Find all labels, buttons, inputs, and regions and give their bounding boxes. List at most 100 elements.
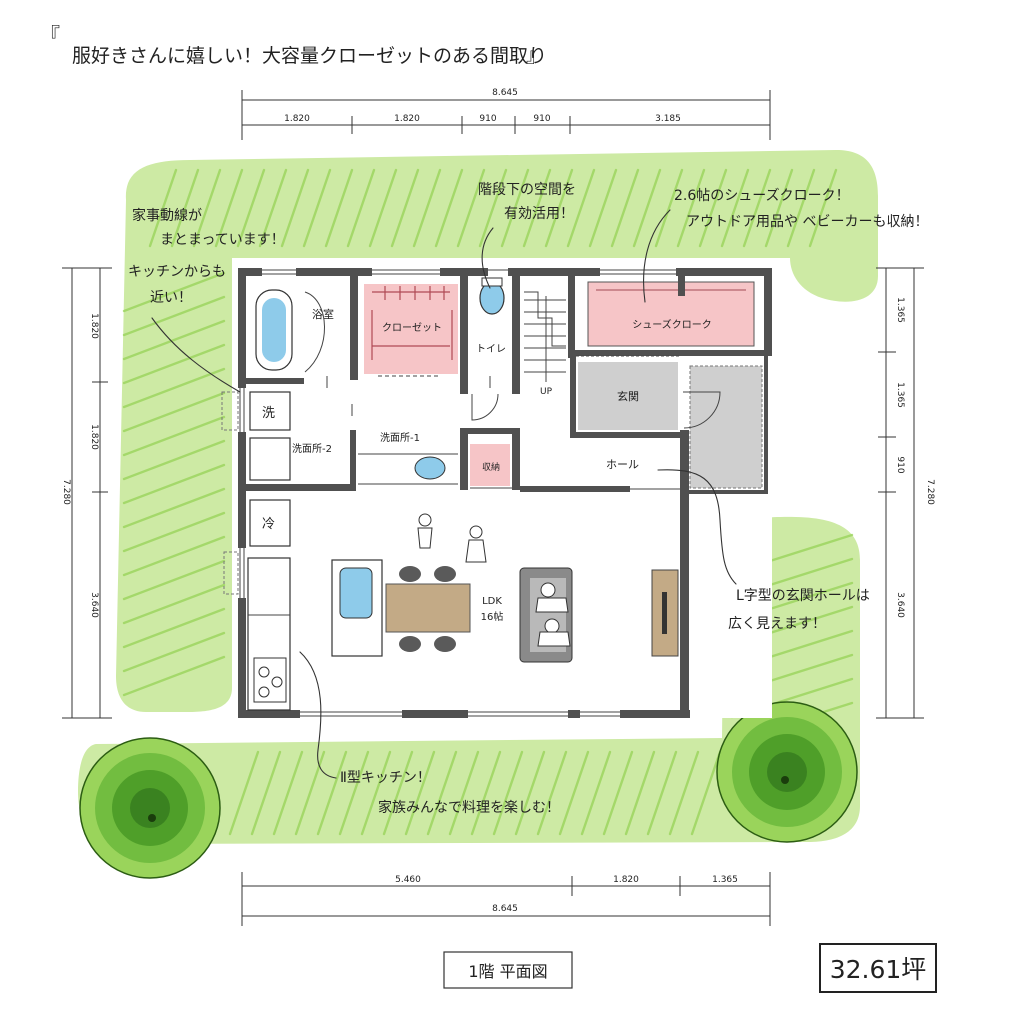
dim-bottom-segment: 5.460 [395,875,421,885]
lawn-stroke [382,750,414,836]
dim-right-total: 7.280 [925,479,935,505]
lawn-stroke [236,168,266,248]
wall [508,268,600,276]
stair-outline [524,291,566,347]
room-label-toilet: トイレ [476,344,506,355]
dim-right-segment: 1.365 [895,297,905,323]
lawn-stroke [654,168,684,248]
chair-icon [399,566,421,582]
walls [238,268,772,718]
person-figure-icon [537,618,571,647]
tv-icon [662,592,667,634]
dimensions-top: 8.645 1.820 1.820 910 910 3.185 [241,88,771,140]
lawn-stroke [720,168,750,248]
lawn-stroke [122,343,226,385]
tree-canopy-core [767,752,807,792]
wall [402,710,468,718]
lawn-stroke [368,168,398,248]
lawn-stroke [558,750,590,836]
lawn-stroke [228,750,260,836]
wall [620,710,690,718]
dim-left-segment: 1.820 [89,313,99,339]
page-title: 『 服好きさんに嬉しい！大容量クローゼットのある間取り 』 [40,23,547,67]
lawn-stroke [122,583,226,625]
dim-right-segment: 1.365 [895,382,905,408]
dining-table [385,583,471,633]
lawn-stroke [360,750,392,836]
wall [238,598,246,718]
stairs-up-label: UP [540,387,553,397]
annotation-kitchen-line1: Ⅱ型キッチン！ [340,770,431,786]
lawn-stroke [514,750,546,836]
lawn-stroke [122,559,226,601]
wall [238,268,262,276]
wall [460,428,468,490]
lawn-stroke [272,750,304,836]
lawn-stroke [258,168,288,248]
closet-hanger-rods [371,286,453,360]
dimensions-right: 1.365 1.365 910 3.640 7.280 [876,267,935,719]
title-text: 服好きさんに嬉しい！大容量クローゼットのある間取り [72,45,547,67]
stove-burner [258,686,270,698]
wall [296,268,372,276]
lawn-stroke [302,168,332,248]
annotation-leaders [151,209,737,779]
entrance-floor [578,362,678,430]
wall [575,350,772,356]
lawn-stroke [456,168,486,248]
toilet-tank [481,277,503,287]
wall [680,430,689,718]
hall-bay-floor [689,365,763,489]
lawn-stroke [122,391,226,433]
fixtures [247,276,746,711]
lawn-stroke [470,750,502,836]
room-label-shoe-cloak: シューズクローク [632,318,712,331]
wall [246,484,350,491]
wall [568,710,580,718]
title-close-bracket: 』 [526,43,546,67]
person-figure-icon [535,582,569,613]
annotation-near-kitchen-line1: キッチンからも [128,264,226,280]
lawn-stroke [690,750,722,836]
annotations: 家事動線が まとまっています！ キッチンからも 近い！ 階段下の空間を 有効活用… [128,182,928,816]
washbasin-icon [414,456,446,480]
room-label-ldk: LDK [482,596,502,607]
lawn-stroke [492,750,524,836]
dim-top-segment: 1.820 [394,114,420,124]
person-body [535,597,569,613]
shoe-cloak-pillar [678,276,685,296]
lawn-stroke [610,168,640,248]
sink-counter [249,437,291,481]
dim-bottom-total: 8.645 [492,904,518,914]
lawn-stroke [280,168,310,248]
annotation-under-stairs-line2: 有効活用！ [504,206,574,222]
wall [440,268,488,276]
lawn-stroke [170,168,200,248]
lawn-stroke [346,168,376,248]
lawn-stroke [122,607,226,649]
wall [238,710,300,718]
lawn-stroke [250,750,282,836]
lawn-stroke [602,750,634,836]
lawn-stroke [338,750,370,836]
shoe-cloak-area [587,281,755,347]
toilet-door [471,393,499,421]
stove-burner [271,676,283,688]
lawn-stroke [122,295,226,337]
wall [570,432,682,438]
kitchen-sink-icon [339,567,373,619]
wall [512,428,520,490]
dimensions-bottom: 5.460 1.820 1.365 8.645 [241,872,771,926]
wall [350,276,358,380]
stove-burner [258,666,270,678]
person-head [544,618,560,634]
wall [764,268,772,356]
windows [221,269,768,717]
annotation-shoe-cloak-line2: アウトドア用品や ベビーカーも収納！ [686,214,928,230]
lawn-stroke [668,750,700,836]
dim-top-segment: 910 [533,114,550,124]
wall [570,356,576,438]
lawn-hatching [122,168,854,836]
dim-top-segment: 3.185 [655,114,681,124]
